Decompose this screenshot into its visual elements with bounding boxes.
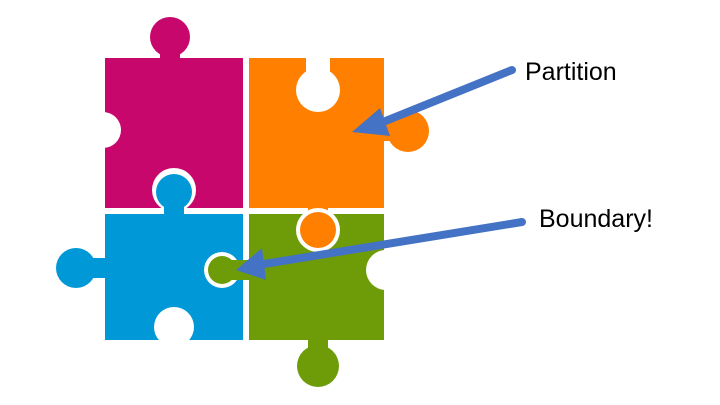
boundary-arrow	[236, 218, 526, 280]
orange-knob-overlap	[300, 212, 336, 248]
boundary-label: Boundary!	[539, 205, 653, 233]
partition-label: Partition	[525, 58, 617, 86]
partition-arrow	[352, 66, 516, 136]
